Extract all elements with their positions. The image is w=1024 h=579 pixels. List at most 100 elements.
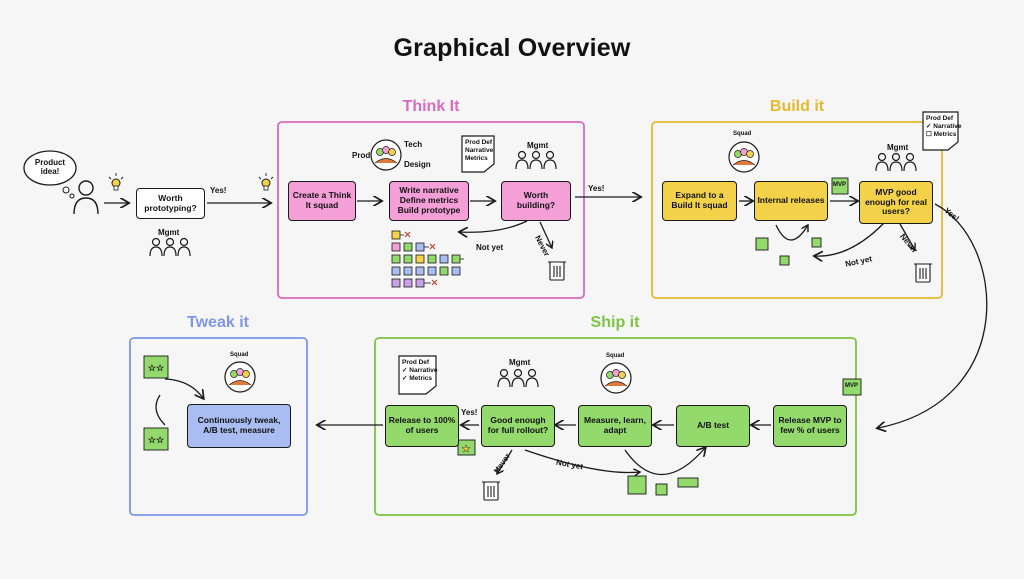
arrow — [460, 220, 528, 232]
thought-bubble — [23, 150, 77, 199]
arrow — [539, 221, 552, 248]
design-label: Design — [404, 160, 431, 169]
arrow — [878, 203, 988, 428]
svg-text:★: ★ — [462, 444, 471, 455]
svg-text:☆☆: ☆☆ — [148, 435, 164, 445]
prod-def-note — [398, 355, 437, 395]
prod-def-note-text: Prod Def ✓ Narrative ✓ Metrics — [402, 359, 437, 382]
tech-label: Tech — [404, 140, 423, 149]
release-mvp-box: Release MVP to few % of users — [773, 405, 847, 447]
person-icon — [73, 180, 99, 215]
prod-def-note — [461, 135, 495, 173]
continuously-tweak-box: Continuously tweak, A/B test, measure — [187, 404, 291, 448]
note-line: ✓ Narrative — [926, 122, 962, 130]
note-line: ☐ Metrics — [926, 130, 957, 138]
star-cube: ★ — [457, 439, 476, 456]
think-frame — [277, 121, 585, 299]
mvp-cube — [831, 177, 849, 195]
arrow — [497, 449, 513, 474]
ship-frame — [374, 337, 857, 516]
squad-icon — [600, 362, 632, 394]
squad-label: Squad — [733, 131, 752, 137]
cross-marks — [404, 231, 438, 286]
section-title-tweak: Tweak it — [187, 314, 249, 331]
note-line: Prod Def — [926, 115, 954, 122]
expand-squad-box: Expand to a Build It squad — [662, 181, 737, 221]
bubble-line: Product — [34, 158, 66, 167]
mgmt-label: Mgmt — [158, 228, 180, 237]
mgmt-group-icon — [149, 237, 191, 257]
mvp-label: MVP — [833, 182, 847, 188]
prototype-cubes — [391, 230, 461, 288]
trash-icon — [914, 263, 932, 283]
not-yet-label: Not yet — [476, 243, 504, 252]
mgmt-group-icon — [875, 152, 917, 172]
cube-connectors — [400, 234, 464, 284]
release-cubes — [755, 237, 822, 266]
lightbulb-icon — [258, 173, 274, 191]
worth-prototyping-box: Worth prototyping? — [136, 188, 205, 219]
squad-icon — [370, 139, 402, 171]
squad-icon — [224, 361, 256, 393]
mgmt-group-icon — [515, 150, 557, 170]
build-frame — [651, 121, 943, 299]
release-100-box: Release to 100% of users — [385, 405, 459, 447]
release-cubes — [627, 475, 699, 496]
arrow — [899, 223, 915, 250]
prod-def-note-text: Prod Def Narrative Metrics — [465, 139, 493, 162]
product-idea-bubble: Product idea! — [26, 158, 74, 176]
prod-def-note-text: Prod Def ✓ Narrative ☐ Metrics — [926, 115, 961, 138]
trash-icon — [548, 261, 566, 281]
section-title-think: Think It — [402, 98, 460, 115]
mgmt-label: Mgmt — [509, 358, 531, 367]
arrow — [815, 221, 886, 256]
mvp-good-box: MVP good enough for real users? — [859, 181, 933, 224]
mgmt-label: Mgmt — [887, 143, 909, 152]
prod-label: Prod — [352, 151, 371, 160]
create-squad-box: Create a Think It squad — [288, 181, 356, 221]
bubble-line: idea! — [40, 167, 60, 177]
box-line: Write narrative — [399, 185, 459, 196]
write-narrative-box: Write narrative Define metrics Build pro… — [389, 181, 469, 221]
note-line: ✓ Metrics — [402, 374, 433, 382]
lightbulb-icon — [108, 173, 124, 191]
squad-label: Squad — [230, 352, 249, 358]
yes-label: Yes! — [210, 186, 227, 195]
worth-building-box: Worth building? — [501, 181, 571, 221]
mvp-label: MVP — [845, 383, 859, 389]
note-line: Prod Def — [465, 139, 493, 146]
yes-label: Yes! — [588, 184, 605, 193]
arrow — [775, 225, 808, 241]
arrow — [524, 449, 640, 473]
prod-def-note — [922, 111, 959, 151]
note-line: Metrics — [465, 154, 488, 162]
mvp-cube — [842, 378, 862, 396]
svg-text:☆☆: ☆☆ — [148, 363, 164, 373]
squad-icon — [728, 141, 760, 173]
section-title-build: Build it — [769, 98, 825, 115]
arrow — [155, 394, 166, 426]
measure-learn-box: Measure, learn, adapt — [578, 405, 652, 447]
yes-label: Yes! — [461, 408, 478, 417]
arrow — [624, 448, 705, 476]
mgmt-label: Mgmt — [527, 141, 549, 150]
squad-label: Squad — [606, 353, 625, 359]
star-cube: ☆☆ — [143, 355, 169, 379]
note-line: Prod Def — [402, 359, 430, 366]
box-line: Define metrics — [399, 195, 459, 206]
arrow — [164, 378, 203, 398]
mgmt-group-icon — [497, 368, 539, 388]
internal-releases-box: Internal releases — [754, 181, 828, 221]
good-enough-box: Good enough for full rollout? — [481, 405, 555, 447]
trash-icon — [482, 481, 500, 501]
section-title-ship: Ship it — [590, 314, 640, 331]
note-line: ✓ Narrative — [402, 366, 438, 374]
ab-test-box: A/B test — [676, 405, 750, 447]
page-title: Graphical Overview — [393, 34, 631, 62]
box-line: Build prototype — [397, 204, 461, 215]
star-cube: ☆☆ — [143, 427, 169, 451]
tweak-frame — [129, 337, 308, 516]
note-line: Narrative — [465, 146, 494, 154]
